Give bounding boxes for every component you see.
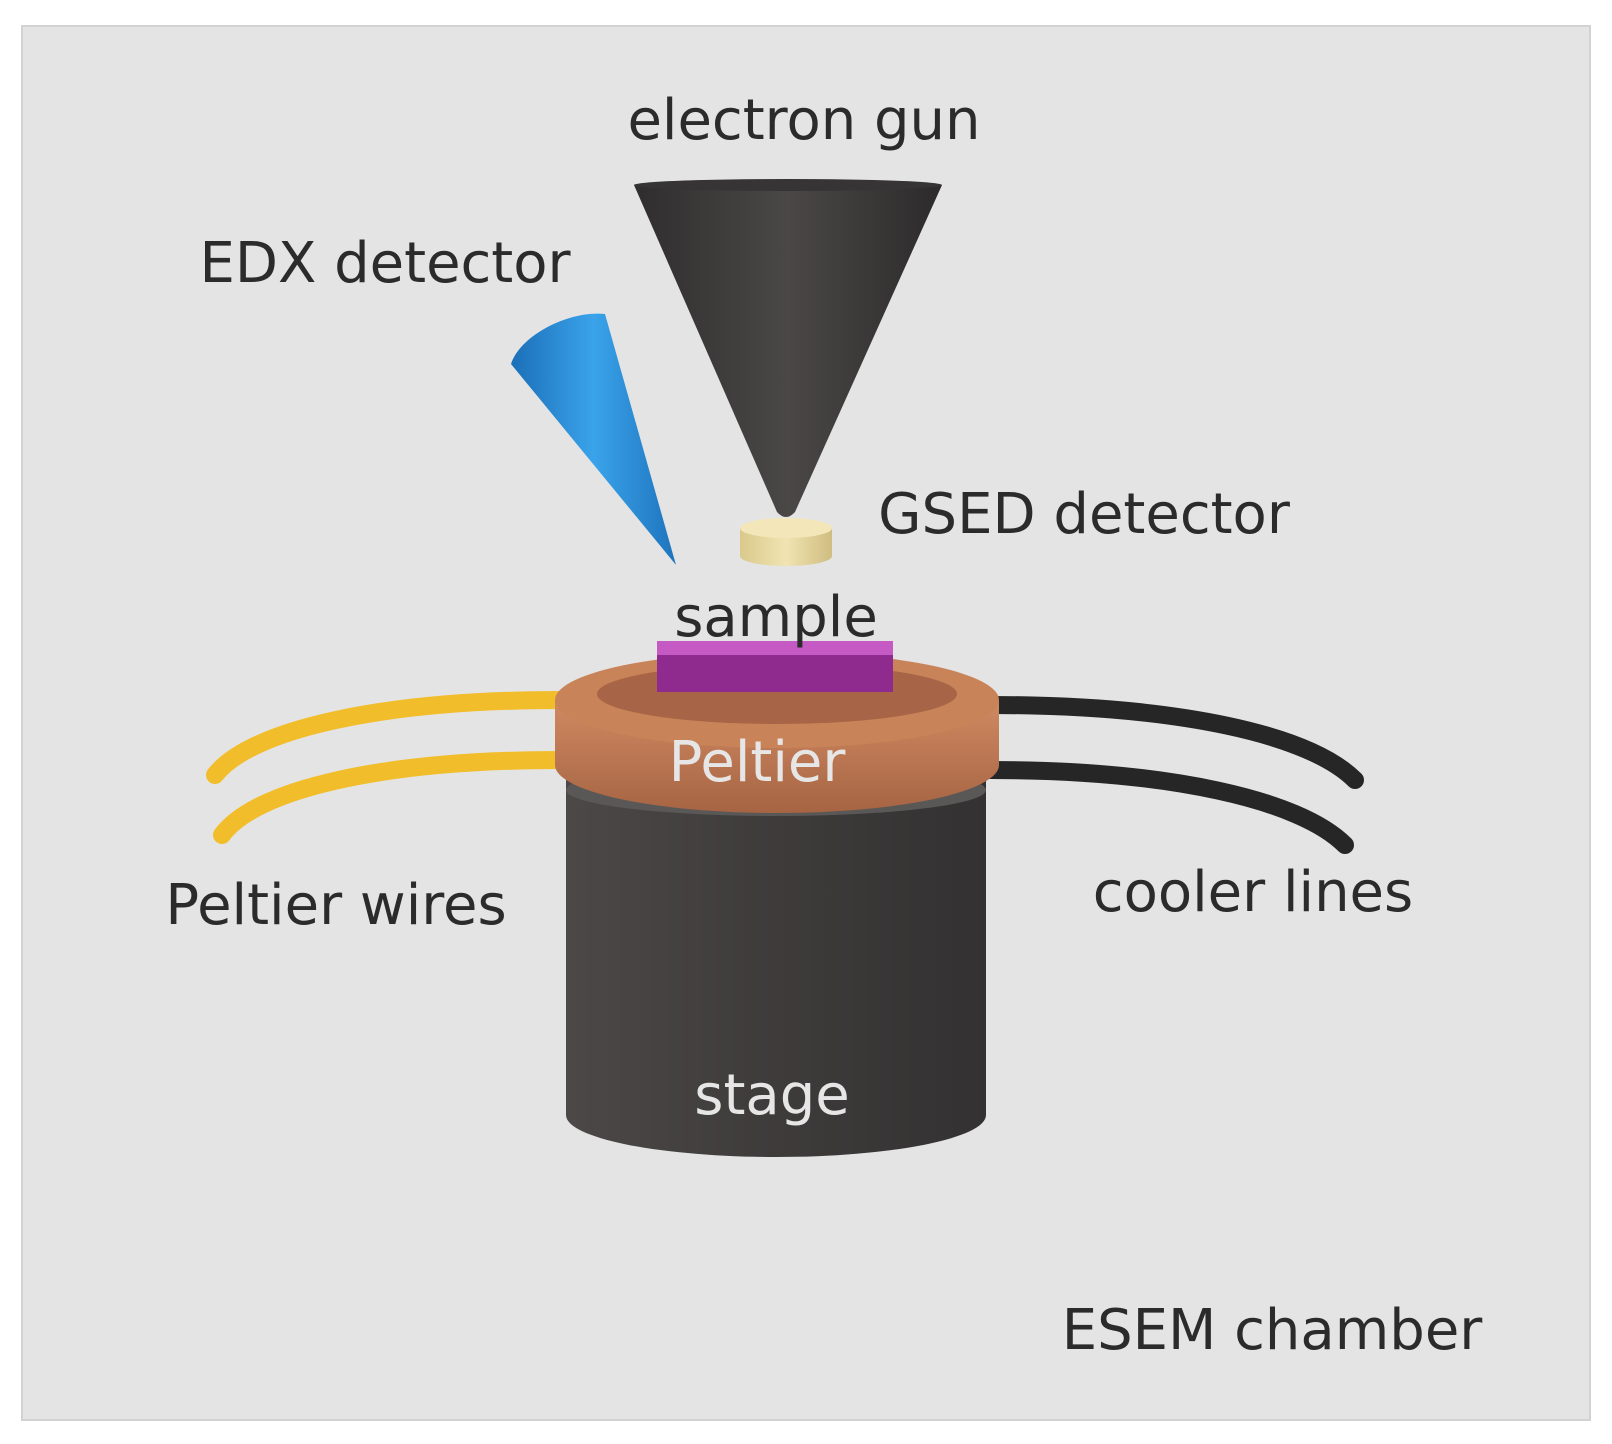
- cooler-lines: [981, 696, 1364, 854]
- cooler-lines-label: cooler lines: [1093, 860, 1413, 925]
- esem-chamber-label: ESEM chamber: [1062, 1298, 1484, 1363]
- gsed-top: [740, 518, 832, 538]
- gsed-body: [740, 528, 832, 566]
- sample-front-face: [657, 655, 893, 692]
- stage-label: stage: [694, 1063, 849, 1128]
- peltier-wires-label: Peltier wires: [165, 873, 506, 938]
- electron-gun-cone: [634, 185, 942, 517]
- cooler-line-lower: [981, 761, 1354, 854]
- edx-detector-label: EDX detector: [199, 231, 571, 296]
- electron-gun-top: [634, 179, 942, 191]
- gsed-detector: [740, 518, 832, 566]
- sample-top-face: [657, 641, 893, 655]
- peltier-wires: [206, 691, 569, 844]
- sample: [657, 641, 893, 692]
- cooler-line-upper: [981, 696, 1364, 789]
- peltier-wire-lower: [213, 751, 569, 844]
- electron-gun-label: electron gun: [627, 88, 980, 153]
- peltier-label: Peltier: [669, 730, 847, 795]
- gsed-detector-label: GSED detector: [878, 482, 1291, 547]
- stage-body: [566, 780, 986, 1157]
- peltier-wire-upper: [206, 691, 569, 784]
- edx-detector-cone: [511, 313, 676, 565]
- electron-gun: [634, 179, 942, 517]
- sample-label: sample: [674, 585, 878, 650]
- edx-detector: [511, 313, 676, 565]
